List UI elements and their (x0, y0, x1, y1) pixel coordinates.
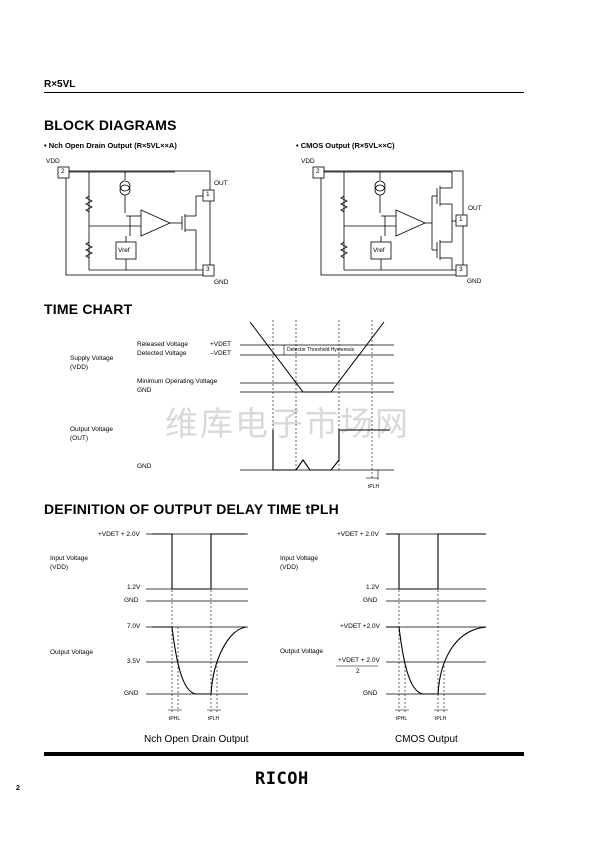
nch-caption: Nch Open Drain Output (144, 734, 249, 745)
header-title: R×5VL (44, 79, 76, 90)
nch-pin3-label: 3 (206, 266, 210, 273)
cmos-caption: CMOS Output (395, 734, 458, 745)
cmos-gnd-label-in: GND (363, 597, 378, 604)
nch-input-voltage-label: Input Voltage (50, 555, 88, 562)
delay-definition-title: DEFINITION OF OUTPUT DELAY TIME tPLH (44, 501, 339, 517)
nch-out-label: OUT (214, 180, 228, 187)
supply-voltage-symbol: (VDD) (70, 364, 89, 371)
nch-pin2-label: 2 (61, 168, 65, 175)
cmos-vout-top-label: +VDET +2.0V (340, 623, 380, 630)
cmos-out-label: OUT (468, 205, 482, 212)
supply-voltage-label: Supply Voltage (70, 355, 114, 362)
nch-v70-label: 7.0V (127, 623, 141, 630)
cmos-pin2-label: 2 (316, 168, 320, 175)
nch-vref-label: Vref (118, 247, 130, 254)
block-diagrams-title: BLOCK DIAGRAMS (44, 117, 177, 133)
min-operating-voltage-label: Minimum Operating Voltage (137, 378, 218, 385)
time-tplh-label: tPLH (368, 484, 380, 490)
output-voltage-label: Output Voltage (70, 426, 114, 433)
nch-gnd-label: GND (214, 279, 229, 286)
cmos-input-voltage-symbol: (VDD) (280, 564, 299, 571)
nch-v12-label: 1.2V (127, 584, 141, 591)
nch-output-voltage-label: Output Voltage (50, 649, 94, 656)
time-chart-title: TIME CHART (44, 301, 133, 317)
nch-tplh-label: tPLH (208, 716, 220, 722)
cmos-half-numerator: +VDET + 2.0V (338, 657, 380, 664)
nch-tphl-label: tPHL (169, 716, 181, 722)
plus-vdet-label: +VDET (210, 341, 232, 348)
hysteresis-label: Detector Threshold Hysteresis (287, 347, 355, 353)
nch-block-diagram (57, 166, 215, 277)
cmos-pin1-box (455, 214, 468, 227)
cmos-vtop-label: +VDET + 2.0V (337, 531, 379, 538)
nch-v35-label: 3.5V (127, 658, 141, 665)
cmos-pin1-label: 1 (459, 216, 463, 223)
footer-rule (44, 752, 524, 756)
nch-input-voltage-symbol: (VDD) (50, 564, 69, 571)
nch-pin3-box (202, 264, 215, 277)
cmos-tphl-label: tPHL (396, 716, 408, 722)
cmos-block-diagram (312, 166, 468, 277)
watermark-text: 维库电子市场网 (165, 404, 410, 443)
nch-gnd-label-out: GND (124, 690, 139, 697)
cmos-pin3-label: 3 (459, 266, 463, 273)
cmos-output-voltage-label: Output Voltage (280, 648, 324, 655)
cmos-pin3-box (455, 264, 468, 277)
nch-package-outline (65, 170, 211, 276)
delay-chart-nch (146, 533, 248, 712)
time-gnd-label: GND (137, 387, 152, 394)
cmos-v12-label: 1.2V (366, 584, 380, 591)
output-voltage-symbol: (OUT) (70, 435, 89, 442)
cmos-vref-label: Vref (373, 247, 385, 254)
time-chart (240, 320, 394, 480)
minus-vdet-label: –VDET (210, 350, 231, 357)
nch-pin2-box (57, 166, 70, 179)
nch-pin1-label: 1 (206, 191, 210, 198)
cmos-gnd-label-out: GND (363, 690, 378, 697)
cmos-package-outline (320, 170, 464, 276)
cmos-vdd-label: VDD (301, 158, 315, 165)
nch-vtop-label: +VDET + 2.0V (98, 531, 140, 538)
cmos-input-voltage-label: Input Voltage (280, 555, 318, 562)
cmos-pin2-box (312, 166, 325, 179)
time-gnd2-label: GND (137, 463, 152, 470)
detected-voltage-label: Detected Voltage (137, 350, 187, 357)
cmos-diagram-title: • CMOS Output (R×5VL××C) (296, 141, 395, 150)
ricoh-logo: RICOH (255, 769, 309, 789)
nch-gnd-label-in: GND (124, 597, 139, 604)
nch-vdd-label: VDD (46, 158, 60, 165)
cmos-gnd-label: GND (467, 278, 482, 285)
nch-diagram-title: • Nch Open Drain Output (R×5VL××A) (44, 141, 177, 150)
released-voltage-label: Released Voltage (137, 341, 188, 348)
cmos-half-denominator: 2 (356, 668, 360, 675)
page-number: 2 (16, 785, 20, 792)
nch-pin1-box (202, 189, 215, 202)
header-rule (44, 92, 524, 93)
cmos-tplh-label: tPLH (435, 716, 447, 722)
delay-chart-cmos (336, 533, 487, 712)
